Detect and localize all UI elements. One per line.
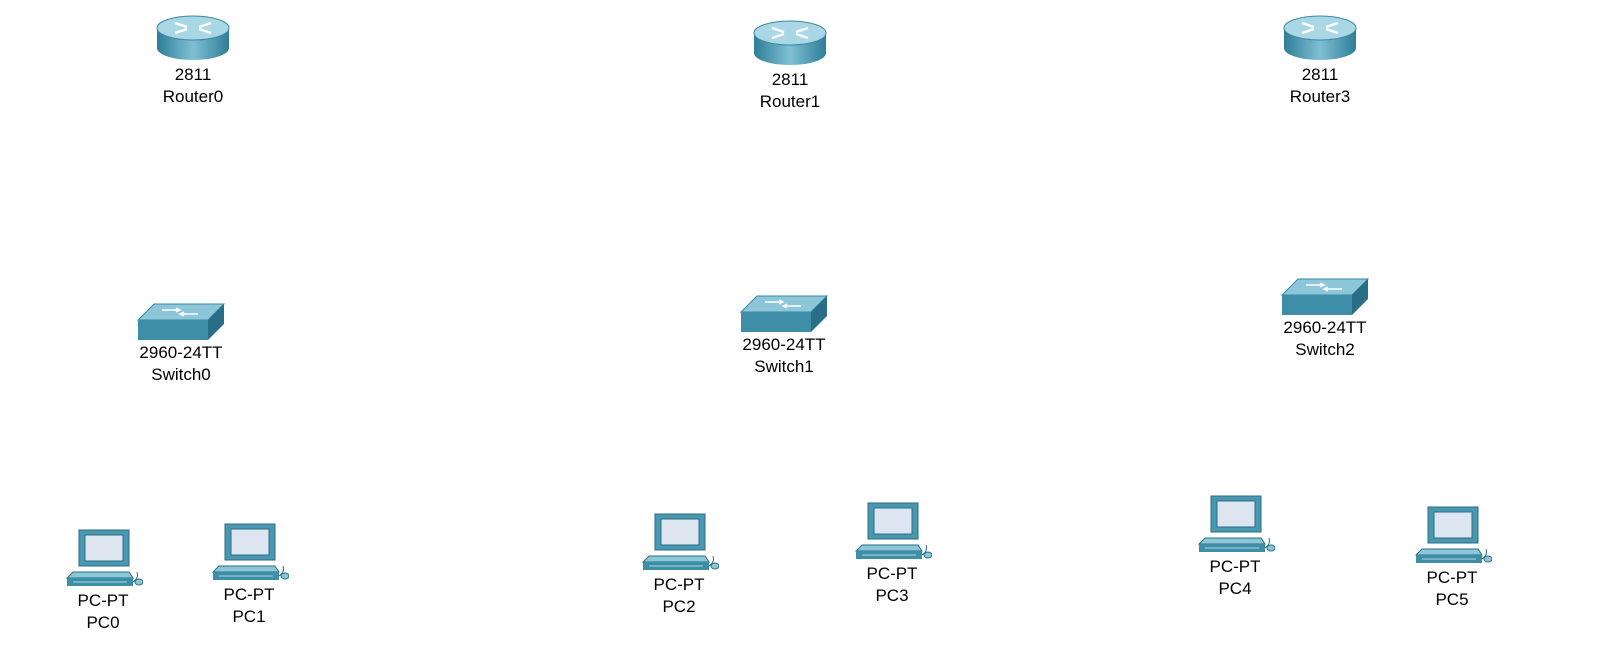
device-name-label: PC4: [1218, 579, 1252, 598]
device-model-label: PC-PT: [653, 575, 705, 594]
pc-device[interactable]: PC-PT PC2: [619, 512, 739, 618]
pc-icon: [1414, 506, 1492, 563]
device-model-label: 2960-24TT: [139, 343, 223, 362]
device-model-label: 2811: [1301, 65, 1339, 84]
router-icon: [753, 20, 827, 65]
switch-device[interactable]: 2960-24TT Switch1: [724, 294, 844, 378]
pc-device[interactable]: PC-PT PC5: [1392, 505, 1512, 611]
router-icon: [156, 15, 230, 60]
router-device[interactable]: 2811 Router0: [133, 12, 253, 108]
device-name-label: PC0: [86, 613, 120, 632]
device-model-label: PC-PT: [866, 564, 918, 583]
device-name-label: Router3: [1289, 87, 1351, 106]
device-model-label: 2811: [174, 65, 212, 84]
pc-icon: [641, 513, 719, 570]
pc-device[interactable]: PC-PT PC4: [1175, 494, 1295, 600]
device-name-label: Switch0: [151, 365, 211, 384]
device-name-label: PC2: [662, 597, 696, 616]
pc-icon: [1197, 495, 1275, 552]
device-name-label: Router0: [162, 87, 224, 106]
device-name-label: Router1: [759, 92, 821, 111]
device-name-label: PC3: [875, 586, 909, 605]
device-model-label: PC-PT: [223, 585, 275, 604]
switch-icon: [136, 303, 226, 340]
device-model-label: 2811: [771, 70, 809, 89]
device-model-label: 2960-24TT: [1283, 318, 1367, 337]
pc-icon: [211, 523, 289, 580]
device-name-label: Switch1: [754, 357, 814, 376]
pc-device[interactable]: PC-PT PC0: [43, 528, 163, 634]
device-model-label: PC-PT: [1209, 557, 1261, 576]
router-icon: [1283, 15, 1357, 60]
switch-device[interactable]: 2960-24TT Switch2: [1265, 277, 1385, 361]
device-model-label: 2960-24TT: [742, 335, 826, 354]
device-name-label: Switch2: [1295, 340, 1355, 359]
router-device[interactable]: 2811 Router3: [1260, 12, 1380, 108]
device-model-label: PC-PT: [1426, 568, 1478, 587]
pc-device[interactable]: PC-PT PC3: [832, 501, 952, 607]
device-name-label: PC1: [232, 607, 266, 626]
switch-icon: [739, 295, 829, 332]
switch-icon: [1280, 278, 1370, 315]
router-device[interactable]: 2811 Router1: [730, 17, 850, 113]
device-model-label: PC-PT: [77, 591, 129, 610]
pc-device[interactable]: PC-PT PC1: [189, 522, 309, 628]
switch-device[interactable]: 2960-24TT Switch0: [121, 302, 241, 386]
device-name-label: PC5: [1435, 590, 1469, 609]
pc-icon: [65, 529, 143, 586]
pc-icon: [854, 502, 932, 559]
